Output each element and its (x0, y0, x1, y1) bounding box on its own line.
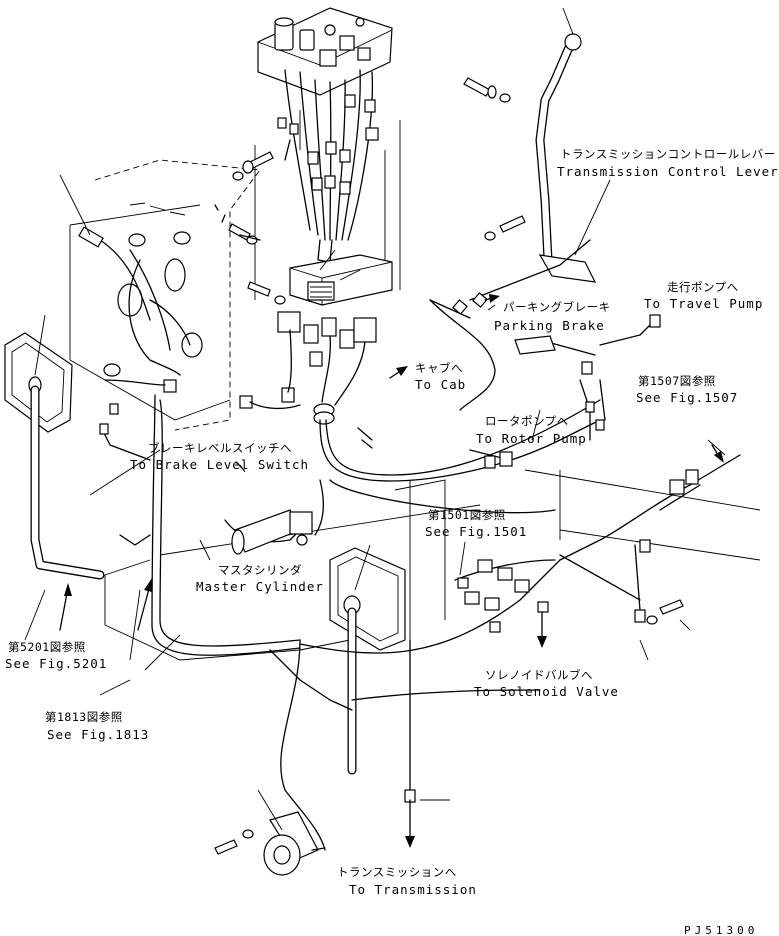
arrow-fig5201 (64, 583, 72, 596)
bolt-lower-right (646, 599, 684, 625)
label-transmission-jp: トランスミッションへ (337, 865, 457, 879)
label-rotor-pump-jp: ロータポンプへ (485, 414, 569, 428)
drawing-code: PJ51300 (684, 924, 758, 936)
label-parking-brake-jp: パーキングブレーキ (503, 300, 611, 314)
label-fig1501-en: See Fig.1501 (425, 524, 527, 539)
bolt-right-mid (484, 215, 526, 241)
label-travel-pump-en: To Travel Pump (644, 296, 763, 311)
relay-cluster (239, 311, 377, 425)
main-harness-bundle (277, 69, 379, 263)
label-master-cylinder-jp: マスタシリンダ (218, 563, 302, 577)
label-fig1813-jp: 第1813図参照 (45, 710, 123, 724)
label-transmission-en: To Transmission (349, 882, 477, 897)
label-parking-brake-en: Parking Brake (494, 318, 605, 333)
arrow-fig1507 (714, 451, 724, 463)
fasteners (214, 77, 684, 855)
arrow-transmission (405, 836, 415, 848)
bolt-top-right (463, 77, 511, 103)
label-rotor-pump-en: To Rotor Pump (476, 431, 587, 446)
harness-connectors (99, 292, 699, 803)
arrows (59, 294, 724, 848)
label-transmission-control-lever-jp: トランスミッションコントロールレバー (560, 147, 776, 161)
transmission-control-lever (535, 7, 597, 283)
bolt-mid-left (228, 223, 258, 245)
labels: トランスミッションコントロールレバー Transmission Control … (5, 147, 779, 936)
label-cab-en: To Cab (415, 377, 466, 392)
console-frame (69, 110, 761, 800)
label-fig1507-jp: 第1507図参照 (638, 374, 716, 388)
arrow-cab (396, 366, 408, 376)
left-mirror (4, 314, 105, 580)
label-transmission-control-lever-en: Transmission Control Lever (557, 164, 779, 179)
upper-misc (214, 204, 373, 449)
arrow-solenoid (537, 636, 547, 648)
bolt-relay (247, 281, 286, 305)
label-travel-pump-jp: 走行ポンプへ (667, 280, 739, 294)
label-brake-level-switch-en: To Brake Level Switch (130, 457, 309, 472)
label-fig1501-jp: 第1501図参照 (428, 508, 506, 522)
label-fig1507-en: See Fig.1507 (636, 390, 738, 405)
label-fig1813-en: See Fig.1813 (47, 727, 149, 742)
horn (257, 789, 326, 876)
label-fig5201-jp: 第5201図参照 (8, 640, 86, 654)
label-fig5201-en: See Fig.5201 (5, 656, 107, 671)
arrow-fig1813 (144, 578, 152, 592)
bolt-horn (214, 829, 254, 855)
right-mirror (329, 544, 406, 775)
label-solenoid-valve-en: To Solenoid Valve (474, 684, 619, 699)
leader-lines (24, 174, 726, 801)
master-cylinder (231, 509, 313, 555)
label-brake-level-switch-jp: ブレーキレベルスイッチへ (148, 441, 292, 455)
label-cab-jp: キャブへ (415, 361, 463, 375)
label-solenoid-valve-jp: ソレノイドバルブへ (485, 668, 593, 682)
arrow-parking-brake (489, 294, 500, 303)
label-master-cylinder-en: Master Cylinder (196, 579, 324, 594)
bolt-upper-left (232, 151, 274, 181)
gauge-cluster (78, 202, 203, 393)
fuse-relay-panel (257, 7, 393, 96)
